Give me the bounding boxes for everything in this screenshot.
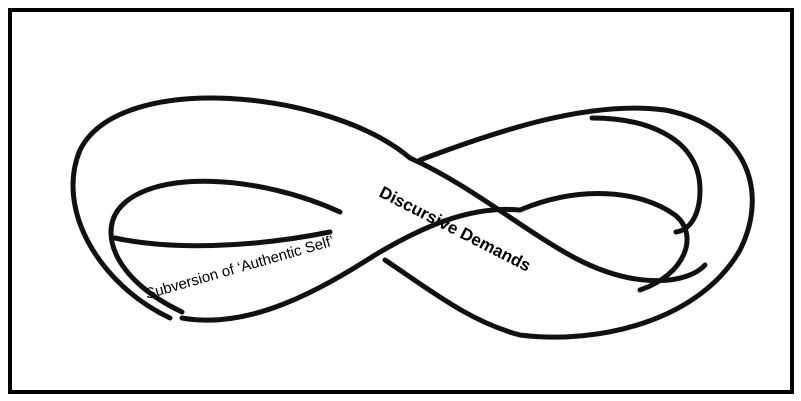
infinity-loop-diagram: Discursive Demands Subversion of ‘Authen… <box>0 0 801 401</box>
